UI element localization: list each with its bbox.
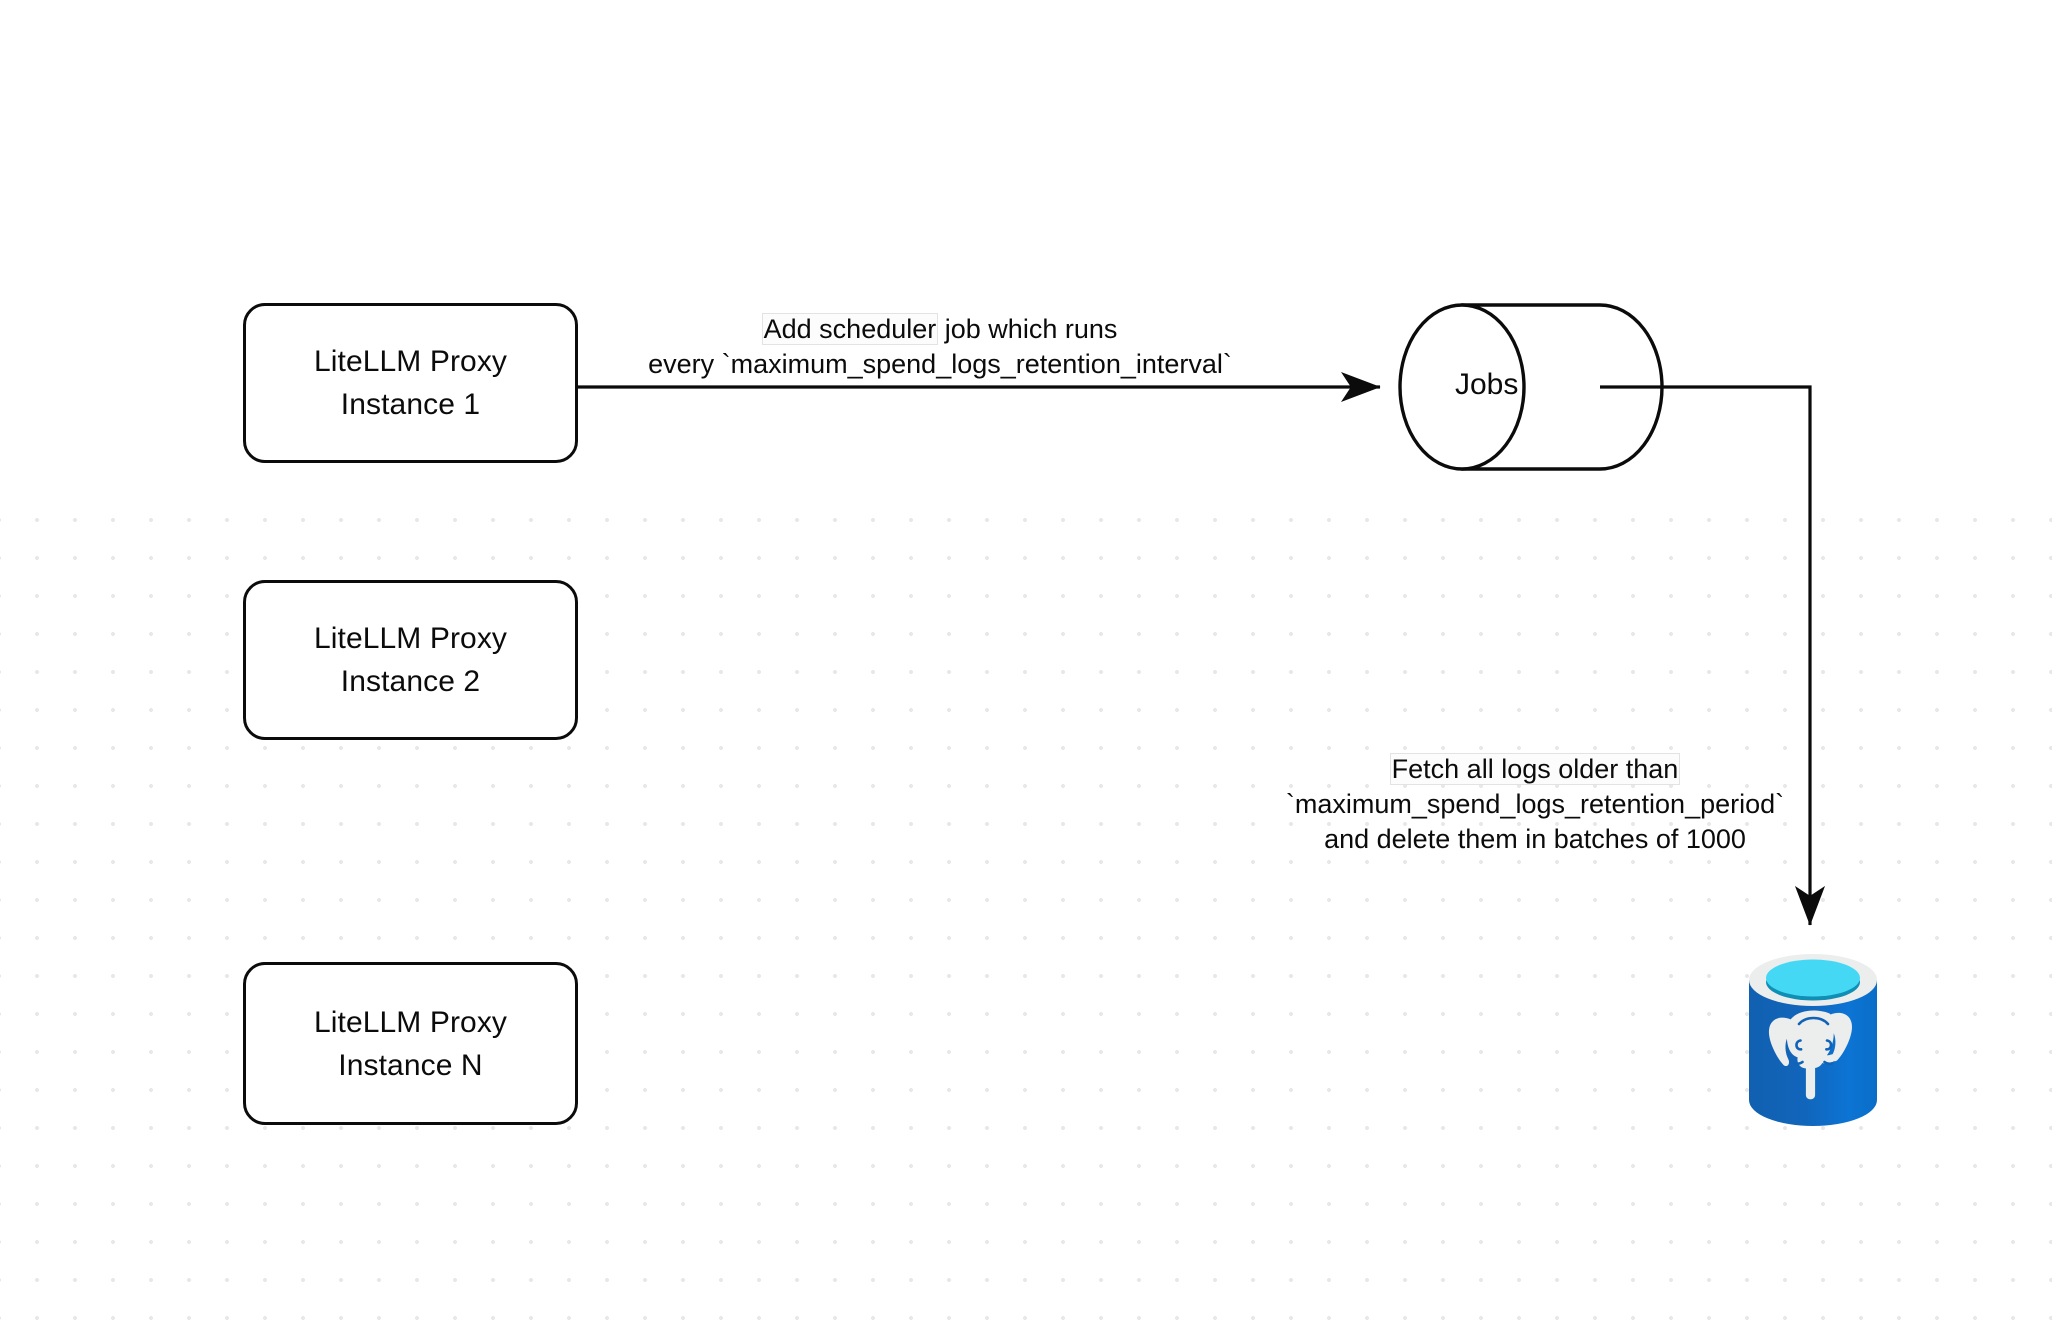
node-label-line2: Instance N	[338, 1048, 483, 1082]
edge-jobs-to-postgres	[1600, 385, 1826, 926]
edge-label-line1: Add scheduler job which runs	[600, 312, 1280, 347]
node-label-line2: Instance 1	[340, 388, 481, 421]
node-label-jobs: Jobs	[1455, 368, 1519, 401]
node-label-line1: LiteLLM Proxy	[313, 345, 508, 378]
edge-label-add-scheduler-job: Add scheduler job which runs every `maxi…	[600, 312, 1280, 382]
edge-label-line1: Fetch all logs older than	[1255, 752, 1815, 787]
edge-label-line1-rest: job which runs	[937, 314, 1118, 344]
elephant-glyph	[1768, 1010, 1852, 1100]
node-label-line2: Instance 2	[340, 665, 481, 698]
edge-label-line3: and delete them in batches of 1000	[1324, 824, 1746, 854]
edge-label-highlight: Fetch all logs older than	[1389, 753, 1681, 785]
node-label-line1: LiteLLM Proxy	[313, 1005, 508, 1039]
postgresql-database-icon[interactable]	[1743, 948, 1883, 1133]
elephant-detail-strokes	[1793, 1016, 1834, 1066]
edge-label-highlight: Add scheduler	[761, 313, 939, 345]
edge-label-line2: every `maximum_spend_logs_retention_inte…	[648, 349, 1232, 379]
node-litellm-proxy-instance-2[interactable]: LiteLLM Proxy Instance 2	[243, 580, 578, 740]
edge-label-fetch-and-delete-logs: Fetch all logs older than `maximum_spend…	[1255, 752, 1815, 857]
node-litellm-proxy-instance-1[interactable]: LiteLLM Proxy Instance 1	[243, 303, 578, 463]
edge-label-line2: `maximum_spend_logs_retention_period`	[1285, 789, 1785, 819]
node-label-line1: LiteLLM Proxy	[313, 622, 508, 655]
node-litellm-proxy-instance-n[interactable]: LiteLLM Proxy Instance N	[243, 962, 578, 1125]
